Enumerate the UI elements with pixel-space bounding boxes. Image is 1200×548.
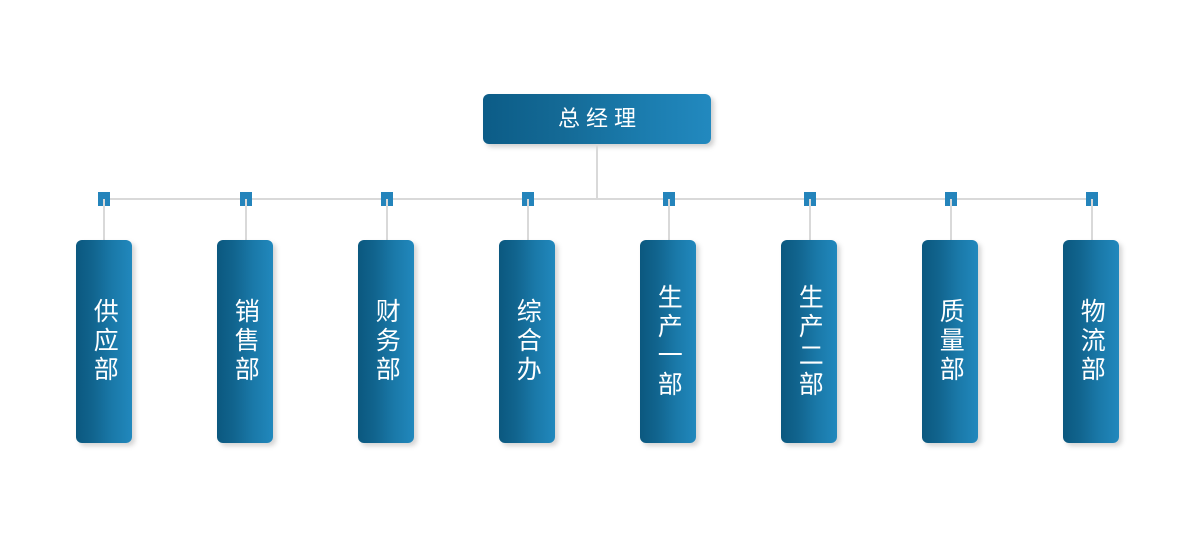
- connector-drop-line: [950, 199, 952, 240]
- node-department[interactable]: 综合办: [499, 240, 555, 443]
- connector-drop-line: [245, 199, 247, 240]
- node-department-label: 供应部: [90, 298, 119, 385]
- node-department[interactable]: 生产一部: [640, 240, 696, 443]
- connector-trunk-line: [596, 144, 598, 199]
- connector-bus-line: [98, 198, 1090, 200]
- connector-drop-line: [1091, 199, 1093, 240]
- node-department-label: 财务部: [372, 298, 401, 385]
- connector-drop-line: [103, 199, 105, 240]
- node-department[interactable]: 生产二部: [781, 240, 837, 443]
- node-department[interactable]: 财务部: [358, 240, 414, 443]
- connector-drop-line: [668, 199, 670, 240]
- node-department[interactable]: 供应部: [76, 240, 132, 443]
- node-department[interactable]: 质量部: [922, 240, 978, 443]
- node-general-manager-label: 总经理: [557, 106, 642, 131]
- connector-drop-line: [386, 199, 388, 240]
- node-department[interactable]: 物流部: [1063, 240, 1119, 443]
- connector-drop-line: [809, 199, 811, 240]
- node-general-manager[interactable]: 总经理: [483, 94, 711, 144]
- node-department-label: 质量部: [936, 298, 965, 385]
- node-department-label: 生产二部: [795, 283, 824, 400]
- connector-drop-line: [527, 199, 529, 240]
- node-department-label: 销售部: [231, 298, 260, 385]
- node-department-label: 综合办: [513, 298, 542, 385]
- node-department[interactable]: 销售部: [217, 240, 273, 443]
- node-department-label: 物流部: [1077, 298, 1106, 385]
- node-department-label: 生产一部: [654, 283, 683, 400]
